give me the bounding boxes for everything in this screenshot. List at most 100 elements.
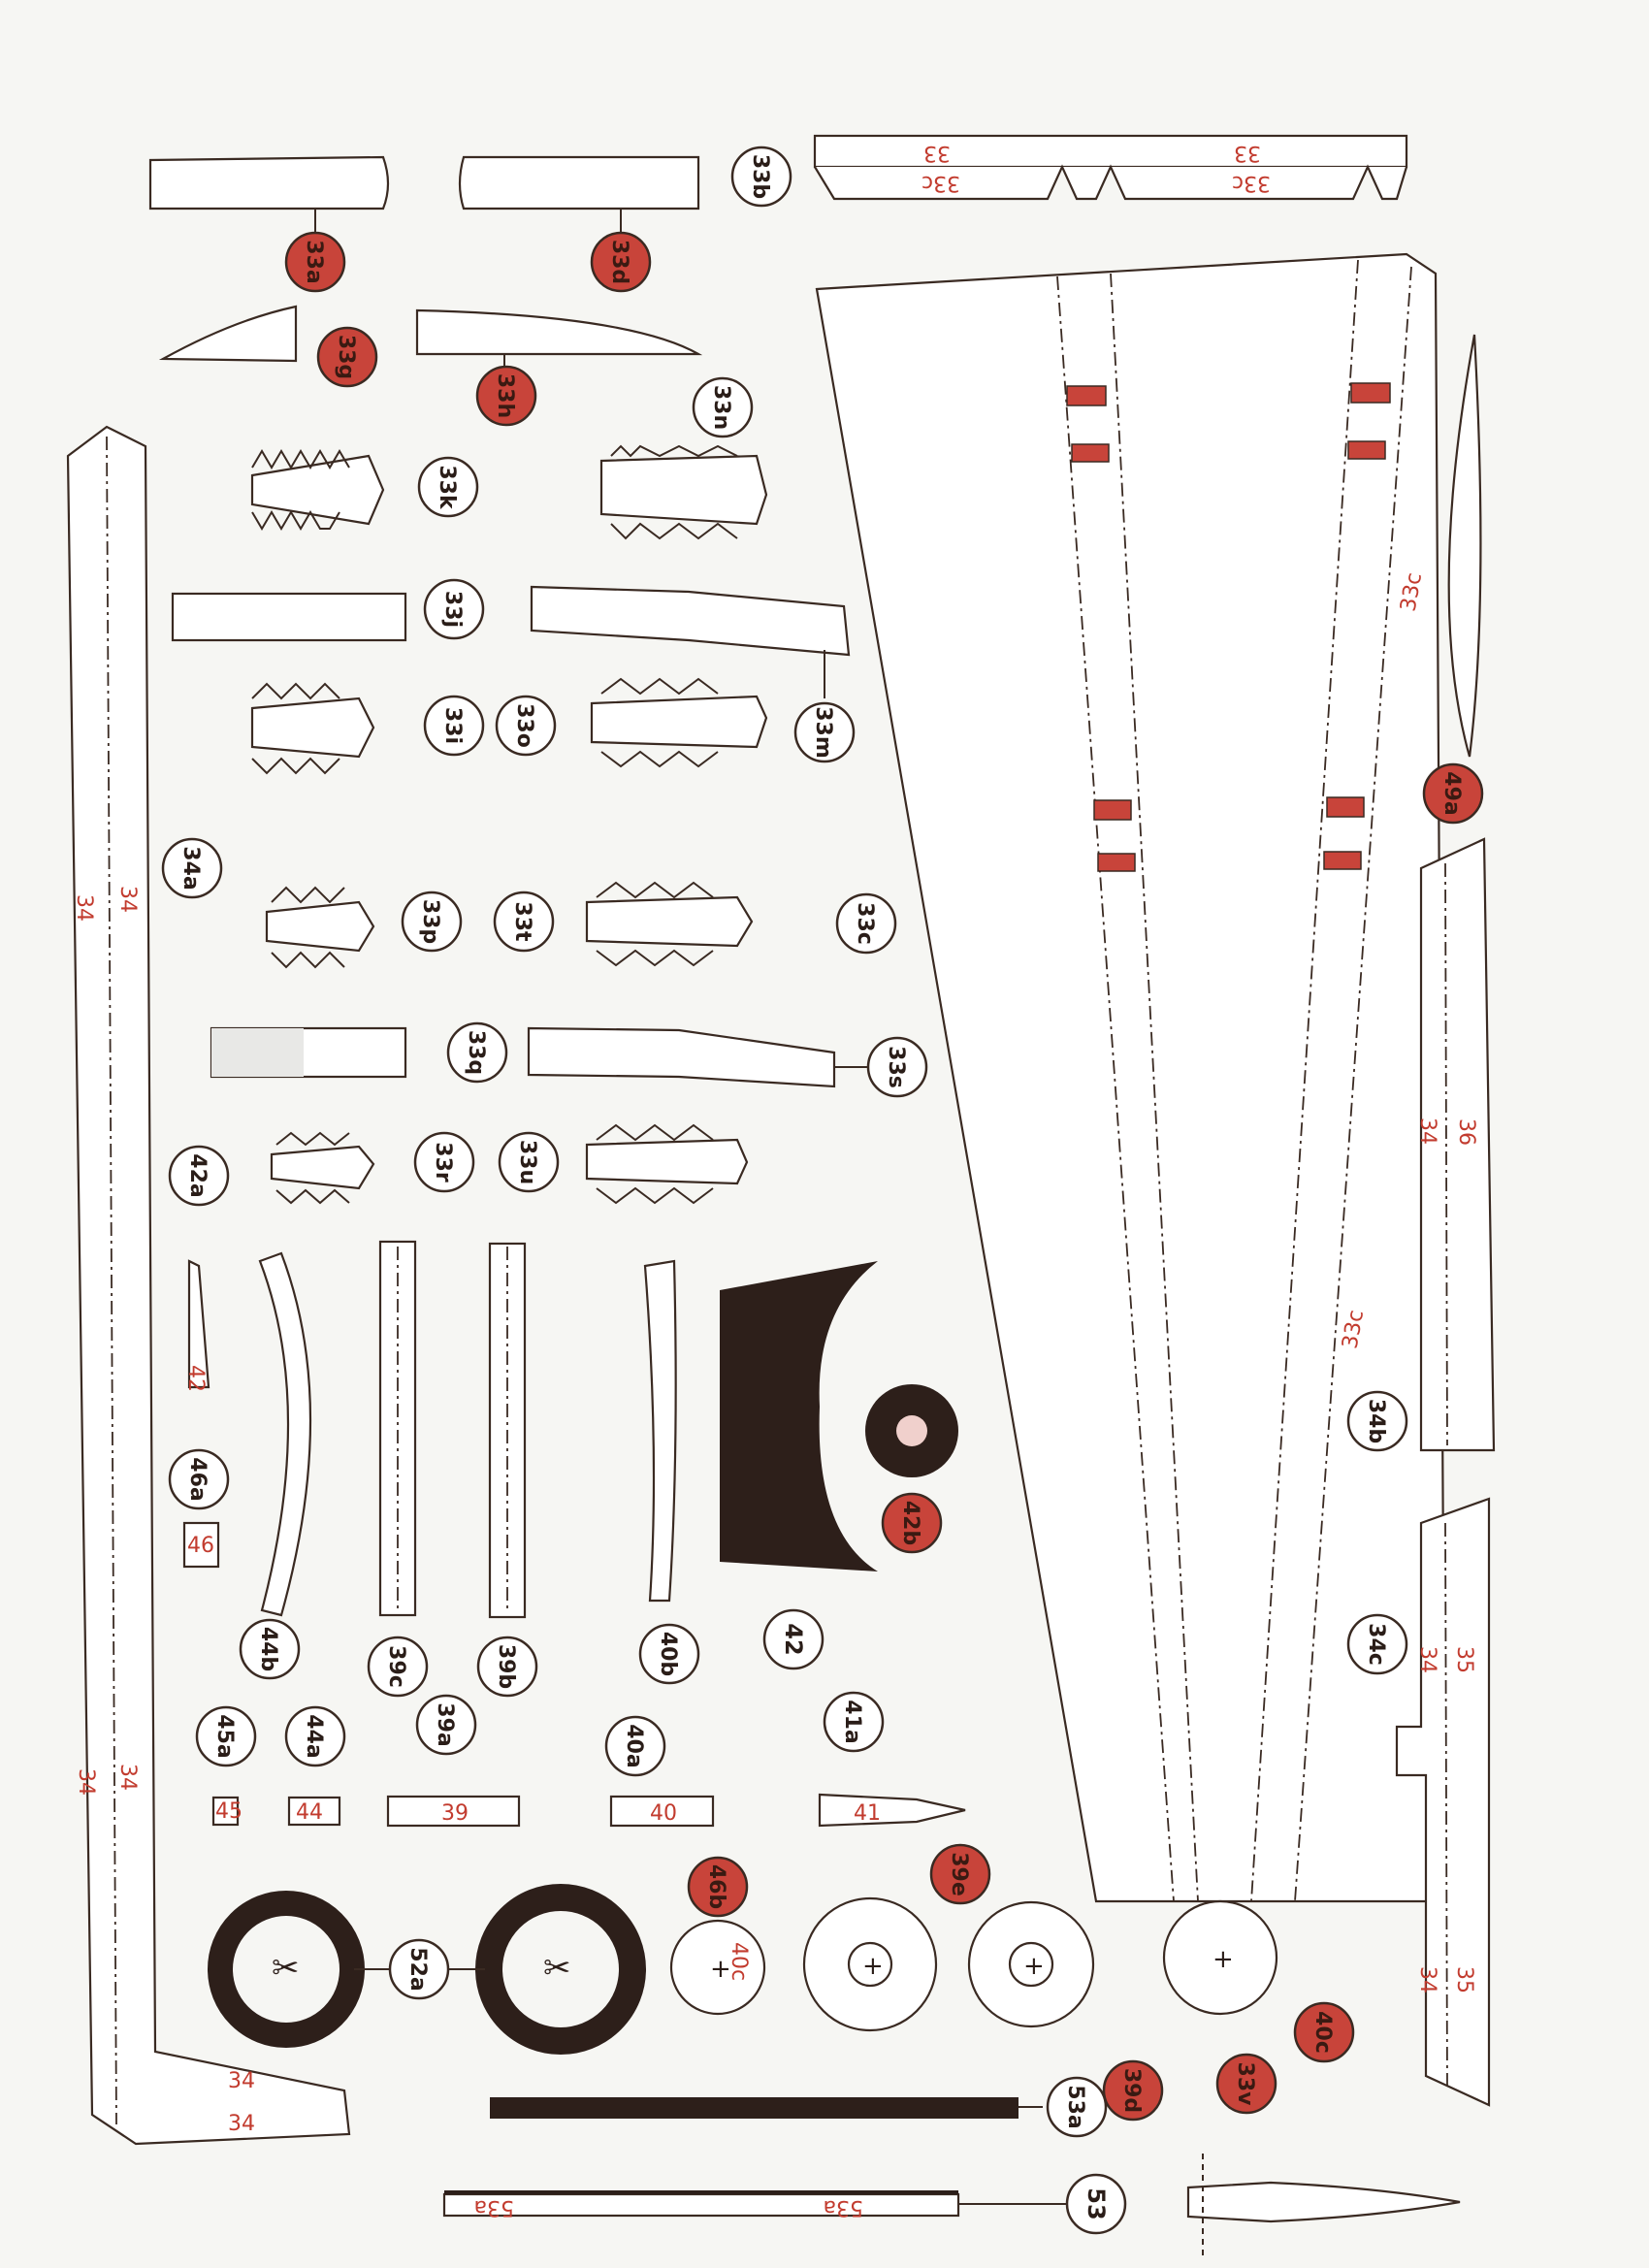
part-text: 34 — [228, 2112, 255, 2136]
label-circle — [866, 1036, 928, 1098]
label-text: 40c — [1310, 2011, 1335, 2054]
part-label-41a: 41a — [823, 1691, 885, 1753]
part-41-cone — [818, 1793, 966, 1828]
label-circle — [423, 695, 485, 757]
part-label-53a: 53a — [1046, 2076, 1108, 2138]
label-circle — [835, 892, 897, 955]
label-circle — [161, 837, 223, 899]
label-circle — [1293, 2001, 1355, 2063]
label-circle — [692, 376, 754, 438]
part-42a-cone: 42 — [183, 1259, 210, 1392]
part-33i — [250, 682, 375, 775]
label-circle — [475, 365, 537, 427]
label-text: 44a — [302, 1714, 326, 1758]
part-42-dark — [720, 1261, 878, 1571]
scissors-icon: ✂ — [543, 1949, 571, 1988]
label-text: 42b — [898, 1501, 922, 1545]
label-text: 33b — [748, 154, 772, 199]
label-circle — [388, 1938, 450, 2000]
label-circle — [590, 231, 652, 293]
part-label-33t: 33t — [493, 891, 555, 953]
label-text: 44b — [256, 1627, 280, 1671]
label-text: 33m — [811, 706, 835, 759]
label-text: 34a — [178, 846, 203, 890]
label-circle — [413, 1131, 475, 1193]
label-circle — [1346, 1613, 1408, 1675]
part-39b-strip — [488, 1242, 527, 1619]
part-label-33v: 33v — [1215, 2053, 1277, 2115]
label-text: 33t — [510, 901, 534, 942]
label-circle — [493, 891, 555, 953]
label-circle — [495, 695, 557, 757]
label-text: 41a — [840, 1700, 864, 1743]
part-label-34b: 34b — [1346, 1390, 1408, 1452]
part-label-40b: 40b — [638, 1623, 700, 1685]
part-39d-disc: + — [967, 1900, 1095, 2028]
part-text: 46 — [187, 1534, 214, 1558]
part-text: 45 — [215, 1799, 242, 1824]
part-33g — [158, 305, 298, 363]
label-text: 33d — [607, 240, 631, 284]
part-33u — [585, 1123, 749, 1205]
svg-text:+: + — [1023, 1952, 1045, 1981]
label-text: 39e — [947, 1852, 971, 1896]
part-42b-disc — [865, 1384, 958, 1477]
label-text: 39c — [384, 1645, 408, 1688]
label-circle — [929, 1843, 991, 1905]
part-label-33c: 33c — [835, 892, 897, 955]
part-label-33n: 33n — [692, 376, 754, 438]
label-circle — [730, 146, 792, 208]
part-label-33h: 33h — [475, 365, 537, 427]
part-33m — [590, 677, 768, 768]
part-label-33u: 33u — [498, 1131, 560, 1193]
part-label-39d: 39d — [1102, 2059, 1164, 2122]
part-40b-arc — [643, 1259, 677, 1603]
part-44-tab — [287, 1796, 341, 1827]
label-circle — [415, 1694, 477, 1756]
label-text: 52a — [405, 1947, 430, 1991]
part-text: 34 — [1415, 1646, 1439, 1673]
label-circle — [881, 1492, 943, 1554]
part-label-33j: 33j — [423, 578, 485, 640]
label-circle — [1102, 2059, 1164, 2122]
label-text: 33j — [440, 591, 465, 628]
part-label-33r: 33r — [413, 1131, 475, 1193]
label-circle — [476, 1636, 538, 1698]
part-text: 40 — [650, 1801, 677, 1826]
part-label-33s: 33s — [866, 1036, 928, 1098]
part-text: 34 — [72, 894, 96, 922]
svg-text:+: + — [862, 1952, 884, 1981]
label-circle — [1065, 2173, 1127, 2235]
label-text: 40a — [622, 1724, 646, 1767]
part-text: 33 — [923, 141, 951, 165]
part-49a — [1447, 334, 1482, 758]
label-text: 33h — [493, 373, 517, 418]
label-text: 33c — [853, 902, 877, 945]
label-circle — [823, 1691, 885, 1753]
part-39c-strip — [378, 1240, 417, 1617]
label-text: 34c — [1364, 1623, 1388, 1666]
label-circle — [762, 1608, 824, 1670]
label-text: 33v — [1233, 2062, 1257, 2107]
label-circle — [367, 1636, 429, 1698]
svg-text:+: + — [1212, 1945, 1234, 1974]
label-text: 46b — [704, 1864, 728, 1909]
part-text: 53a — [474, 2195, 514, 2219]
part-label-49a: 49a — [1422, 762, 1484, 825]
part-label-33k: 33k — [417, 456, 479, 518]
part-34-strip: 34 34 34 34 34 34 — [66, 425, 351, 2146]
part-33t — [585, 881, 754, 967]
label-text: 34b — [1364, 1399, 1388, 1443]
part-33h — [415, 308, 703, 356]
part-46b-disc: + 40c — [669, 1919, 766, 2016]
label-circle — [195, 1705, 257, 1767]
label-circle — [1422, 762, 1484, 825]
part-label-33d: 33d — [590, 231, 652, 293]
part-53-strip: 53a 53a — [442, 2190, 1067, 2219]
part-label-44a: 44a — [284, 1705, 346, 1767]
part-label-46a: 46a — [168, 1448, 230, 1510]
label-circle — [498, 1131, 560, 1193]
part-34b-strip: 36 34 — [1415, 837, 1496, 1452]
part-text: 34 — [1415, 1118, 1439, 1145]
